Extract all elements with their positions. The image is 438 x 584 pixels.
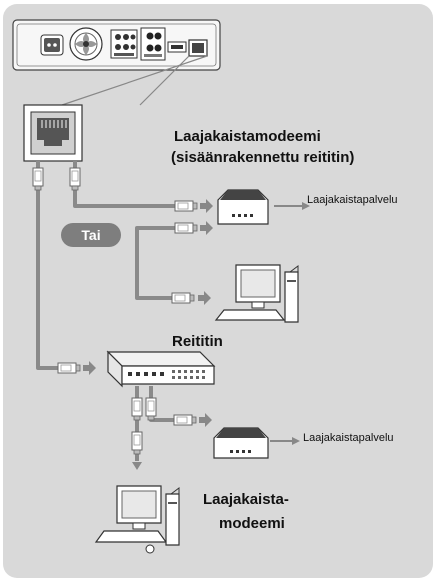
or-badge: Tai [61, 223, 121, 247]
audio-jacks-icon [140, 27, 166, 61]
zoom-line [139, 55, 190, 106]
broadband-service-label-bottom: Laajakaistapalvelu [303, 432, 394, 444]
zoom-line [61, 55, 208, 106]
modem-title-line2: (sisäänrakennettu reititin) [171, 149, 355, 166]
router-label: Reititin [172, 333, 223, 350]
modem-router-icon [217, 189, 269, 225]
diagram-panel [3, 4, 433, 578]
broadband-modem-label-line1: Laajakaista- [203, 491, 289, 508]
computer-icon [214, 264, 299, 323]
computer-icon [94, 485, 180, 554]
hdmi-port-icon [167, 41, 187, 53]
cable-connector [32, 167, 198, 455]
router-icon [106, 350, 216, 388]
lan-port-icon [188, 39, 208, 57]
broadband-service-label-top: Laajakaistapalvelu [307, 194, 398, 206]
speaker-terminals-icon [110, 29, 138, 59]
fan-icon [69, 27, 103, 61]
power-socket-icon [40, 34, 64, 56]
modem-title-line1: Laajakaistamodeemi [174, 128, 321, 145]
modem-icon [213, 427, 269, 459]
lan-port-zoom [23, 104, 83, 162]
broadband-modem-label-line2: modeemi [219, 515, 285, 532]
device-back-panel [12, 19, 221, 106]
